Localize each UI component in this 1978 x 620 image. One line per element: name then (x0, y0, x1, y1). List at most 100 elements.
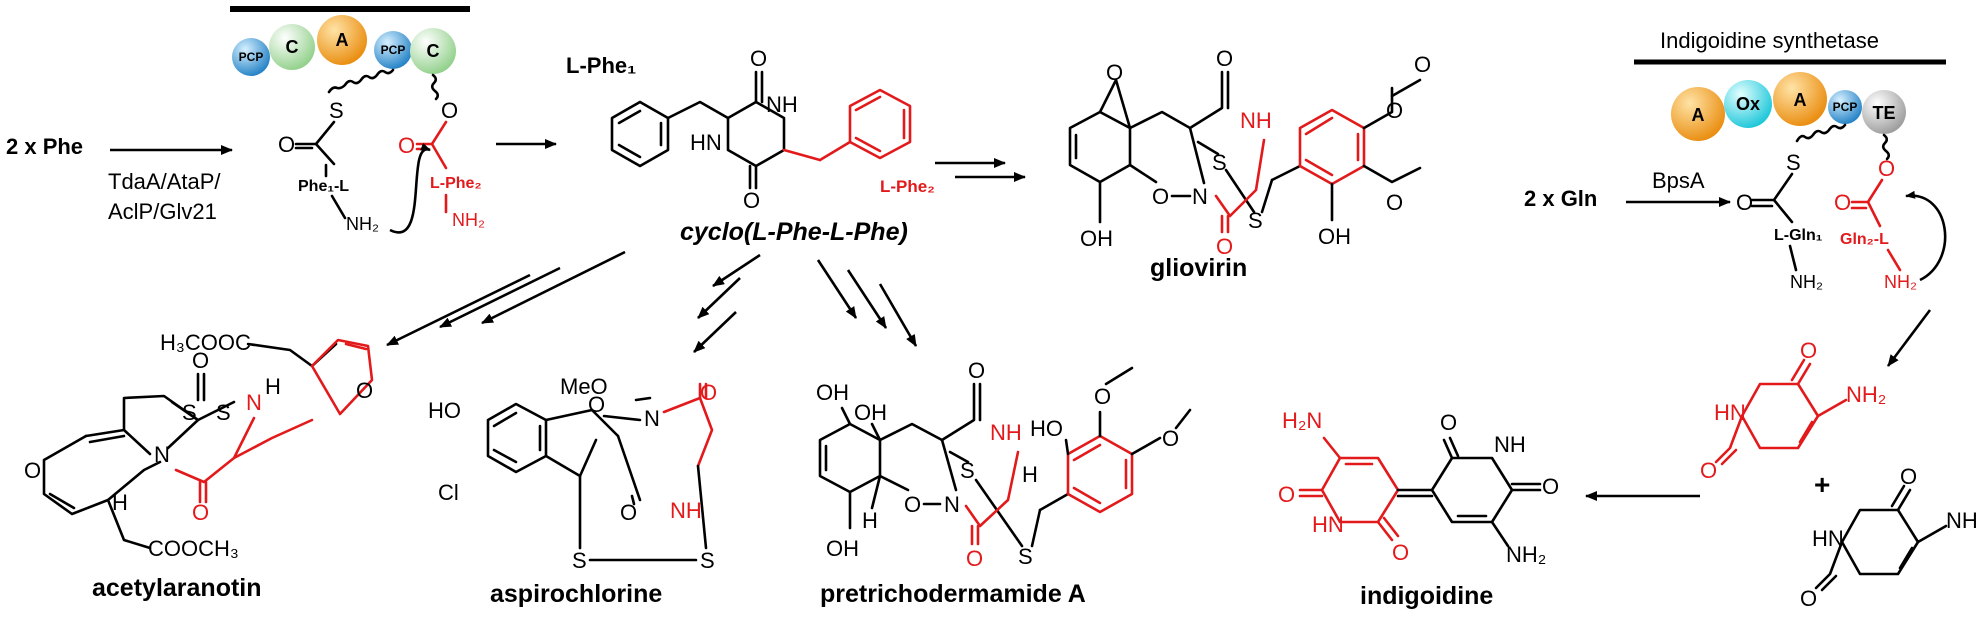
acetylaranotin-name: acetylaranotin (92, 574, 262, 602)
left-enzymes-line2: AclP/Glv21 (108, 199, 217, 224)
right-carbonyl-o-black: O (1736, 190, 1753, 215)
gliovirin-s2: S (1248, 208, 1263, 233)
domain-label-pcp1: PCP (239, 50, 264, 64)
gliovirin-name: gliovirin (1150, 254, 1247, 282)
wavy-linker-2 (430, 73, 440, 101)
dkp-hn: HN (690, 130, 722, 155)
indigoidine-name: indigoidine (1360, 582, 1493, 610)
pretri-o-top: O (968, 358, 985, 383)
dkp-o-top: O (750, 46, 767, 71)
ox-domain-icon (1724, 80, 1772, 128)
right-nrps-module: Indigoidine synthetase A Ox A PCP TE S O… (1634, 28, 1947, 292)
intermediate-nh2: NH₂ (1846, 382, 1886, 407)
gliovirin-o-top: O (1216, 46, 1233, 71)
aspirochlorine-o-lower: O (620, 500, 637, 525)
domain-label-a: A (336, 30, 349, 50)
dkp-label-phe1: L-Phe₁ (566, 53, 636, 78)
pcp2-domain-icon (374, 31, 412, 69)
gliovirin-oh-left: OH (1080, 226, 1113, 251)
dkp-branch-arrows (386, 250, 918, 353)
domain-label-a2: A (1794, 90, 1807, 110)
intermediate-o-top: O (1800, 338, 1817, 363)
pretri-s1: S (960, 458, 975, 483)
domain-label-a1: A (1692, 105, 1705, 125)
indigoidine-h2n: H₂N (1282, 408, 1322, 433)
indigoidine-hn: HN (1312, 512, 1344, 537)
pretri-oh-bottom: OH (826, 536, 859, 561)
carbonyl-o-red: O (398, 133, 415, 158)
indigoidine-structure: H₂N O HN O O NH O NH₂ indigoidine (1278, 408, 1559, 610)
pretri-o-red: O (966, 546, 983, 571)
domain-label-c1: C (286, 37, 299, 57)
c1-domain-icon (269, 24, 315, 70)
cyclized-intermediate: O HN NH₂ O (1700, 338, 1886, 483)
aspirochlorine-o-red: O (700, 380, 717, 405)
domain-label-pcp: PCP (1833, 100, 1858, 114)
carbonyl-o-left: O (278, 132, 295, 157)
right-down-arrow (1886, 309, 1932, 367)
gliovirin-ring-o: O (1152, 184, 1169, 209)
dkp-name: cyclo(L-Phe-L-Phe) (680, 218, 908, 246)
pretri-ome-o2: O (1162, 426, 1179, 451)
left-nrps-module: PCP C A PCP C S O O Phe₁-L NH₂ O L-Phe₂ … (230, 6, 485, 234)
gliovirin-structure: O O N O NH S S O O O O OH OH gliovirin (1068, 46, 1431, 282)
aspirochlorine-s-left: S (572, 548, 587, 573)
aspirochlorine-o-furan: O (588, 392, 605, 417)
indigoidine-o-left: O (1278, 482, 1295, 507)
gliovirin-epoxide-o: O (1106, 60, 1123, 85)
pretri-oh-top-left: OH (816, 380, 849, 405)
dkp-structure: L-Phe₁ O NH HN O L-Phe₂ cyclo(L-Phe-L-Ph… (566, 46, 935, 246)
phe2-label: L-Phe₂ (430, 175, 482, 192)
domain-label-pcp2: PCP (381, 43, 406, 57)
pretri-name: pretrichodermamide A (820, 580, 1086, 608)
nh2-black-left: NH₂ (346, 214, 379, 234)
right-wavy-linker-2 (1881, 133, 1891, 161)
second-intermediate: O HN NH₂ O (1800, 464, 1978, 611)
acetylaranotin-ring-o-left: O (24, 458, 41, 483)
right-nh2-red: NH₂ (1884, 272, 1917, 292)
acetylaranotin-n-red: N (246, 390, 262, 415)
pcp1-domain-icon (232, 38, 270, 76)
pretri-s2: S (1018, 544, 1033, 569)
second-nh2: NH₂ (1946, 508, 1978, 533)
nucleophilic-attack-arrow (389, 142, 431, 234)
intermediate-o-bottom: O (1700, 458, 1717, 483)
pcp-domain-icon (1828, 90, 1862, 124)
plus-sign: + (1814, 469, 1830, 500)
right-thioester-s: S (1786, 150, 1801, 175)
ester-o-label: O (441, 98, 458, 123)
indigoidine-o-top: O (1440, 410, 1457, 435)
pretri-ome-o1: O (1094, 384, 1111, 409)
gliovirin-s1: S (1212, 150, 1227, 175)
pretri-ho: HO (1030, 416, 1063, 441)
domain-label-ox: Ox (1736, 94, 1760, 114)
right-gln2-label: Gln₂-L (1840, 231, 1889, 248)
left-substrate-label: 2 x Phe (6, 134, 83, 159)
gliovirin-ome-o2: O (1386, 190, 1403, 215)
right-attack-arrow (1905, 190, 1947, 282)
aspirochlorine-s-right: S (700, 548, 715, 573)
acetylaranotin-h-bottom: H (112, 490, 128, 515)
a2-domain-icon (1773, 72, 1827, 126)
gliovirin-ome-o1: O (1386, 98, 1403, 123)
right-wavy-linker-1 (1795, 123, 1847, 143)
right-ester-o: O (1878, 156, 1895, 181)
acetylaranotin-h-top: H (265, 374, 281, 399)
aspirochlorine-ho: HO (428, 398, 461, 423)
right-gln1-label: L-Gln₁ (1774, 227, 1823, 244)
right-substrate-label: 2 x Gln (1524, 186, 1597, 211)
acetylaranotin-ring-o-right: O (356, 378, 373, 403)
pretri-h: H (1022, 462, 1038, 487)
a1-domain-icon (1671, 87, 1725, 141)
second-hn: HN (1812, 526, 1844, 551)
acetylaranotin-n-black: N (154, 442, 170, 467)
pretri-oh-top-right: OH (854, 400, 887, 425)
second-o-bottom: O (1800, 586, 1817, 611)
wavy-linker-1 (327, 68, 395, 94)
te-domain-icon (1862, 90, 1906, 134)
second-o-top: O (1900, 464, 1917, 489)
acetylaranotin-coome-bottom: COOCH₃ (148, 536, 239, 561)
aspirochlorine-name: aspirochlorine (490, 580, 662, 608)
right-carbonyl-o-red: O (1834, 190, 1851, 215)
